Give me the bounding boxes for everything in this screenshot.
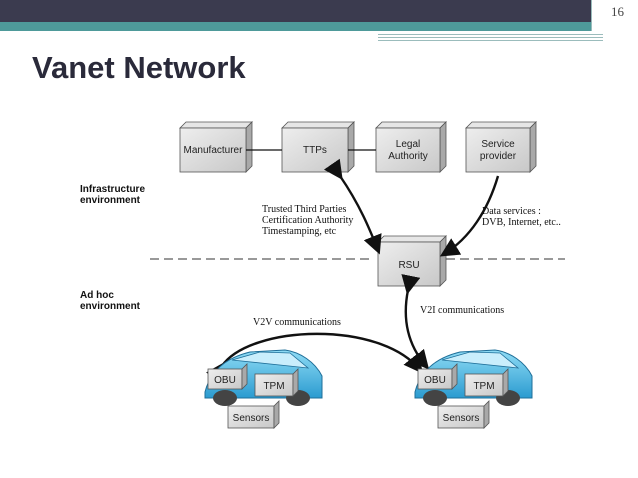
right-obu-label: OBU — [424, 375, 446, 386]
right-sensors-box: Sensors — [437, 400, 490, 429]
service-provider-box: Service provider — [465, 121, 537, 173]
service-rsu-arrow — [439, 175, 500, 257]
left-obu-label: OBU — [214, 375, 236, 386]
top-accent-bar — [0, 22, 638, 31]
decorative-lines — [378, 34, 603, 42]
legal-authority-box: Legal Authority — [375, 121, 447, 173]
left-sensors-box: Sensors — [227, 400, 280, 429]
slide-number-panel: 16 — [591, 0, 638, 31]
slide-title: Vanet Network — [32, 50, 246, 85]
data-note-line1: Data services : — [482, 206, 541, 217]
rsu-vehicle-arrow — [401, 273, 430, 370]
right-tpm-box: TPM — [464, 368, 509, 397]
rsu-label: RSU — [398, 260, 419, 271]
ttps-label: TTPs — [303, 145, 327, 156]
ttp-note-line3: Timestamping, etc — [262, 226, 337, 237]
ttp-note-line2: Certification Authority — [262, 215, 353, 226]
ttp-note-line1: Trusted Third Parties — [262, 204, 347, 215]
legal-label-line2: Authority — [388, 151, 427, 162]
top-bar — [0, 0, 638, 22]
v2v-arrow — [205, 332, 424, 384]
slide-number: 16 — [611, 4, 624, 19]
right-obu-box: OBU — [417, 363, 458, 390]
left-tpm-box: TPM — [254, 368, 299, 397]
adhoc-env-line1: Ad hoc — [80, 290, 114, 301]
left-tpm-label: TPM — [263, 381, 284, 392]
ttps-box: TTPs — [281, 121, 355, 173]
v2i-label: V2I communications — [420, 305, 504, 316]
data-note-line2: DVB, Internet, etc.. — [482, 217, 561, 228]
adhoc-env-line2: environment — [80, 301, 141, 312]
left-obu-box: OBU — [207, 363, 248, 390]
ttps-rsu-arrow — [323, 158, 382, 255]
infra-env-line2: environment — [80, 195, 141, 206]
rsu-box: RSU — [377, 235, 447, 287]
infra-env-line1: Infrastructure — [80, 184, 145, 195]
v2v-label: V2V communications — [253, 317, 341, 328]
legal-label-line1: Legal — [396, 139, 420, 150]
service-label-line2: provider — [480, 151, 517, 162]
left-sensors-label: Sensors — [233, 413, 270, 424]
service-label-line1: Service — [481, 139, 515, 150]
manufacturer-label: Manufacturer — [184, 145, 244, 156]
manufacturer-box: Manufacturer — [179, 121, 253, 173]
right-sensors-label: Sensors — [443, 413, 480, 424]
right-tpm-label: TPM — [473, 381, 494, 392]
